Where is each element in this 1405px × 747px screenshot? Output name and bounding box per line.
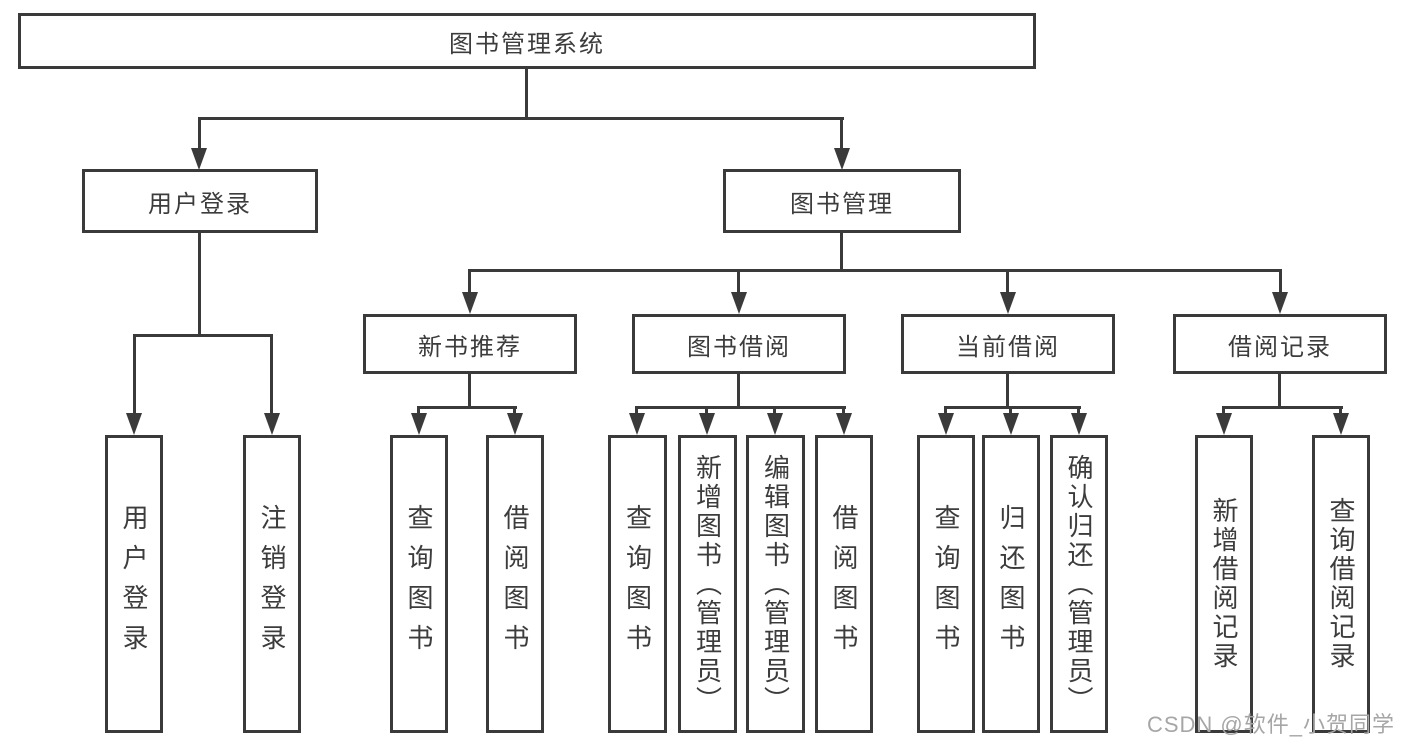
connector-line bbox=[1006, 373, 1009, 409]
leaf-query-books-3: 查询图书 bbox=[917, 435, 975, 733]
connector-line bbox=[737, 373, 740, 409]
leaf-label: 查询图书 bbox=[404, 504, 434, 664]
leaf-edit-book-admin: 编辑图书（管理员） bbox=[746, 435, 805, 733]
node-book-management: 图书管理 bbox=[723, 169, 961, 233]
arrowhead-down-icon bbox=[699, 413, 715, 435]
connector-line bbox=[198, 117, 201, 153]
csdn-watermark: CSDN @软件_小贺同学 bbox=[1146, 712, 1395, 737]
connector-line bbox=[1278, 373, 1281, 409]
leaf-borrow-books-1: 借阅图书 bbox=[486, 435, 544, 733]
connector-line bbox=[417, 406, 517, 409]
leaf-label: 编辑图书（管理员） bbox=[760, 453, 791, 715]
arrowhead-down-icon bbox=[731, 292, 747, 314]
arrowhead-down-icon bbox=[1071, 413, 1087, 435]
leaf-query-books-1: 查询图书 bbox=[390, 435, 448, 733]
leaf-label: 查询图书 bbox=[622, 504, 653, 664]
arrowhead-down-icon bbox=[1216, 413, 1232, 435]
connector-line bbox=[468, 373, 471, 409]
connector-line bbox=[468, 269, 1282, 272]
node-borrow-records: 借阅记录 bbox=[1173, 314, 1387, 374]
leaf-query-books-2: 查询图书 bbox=[608, 435, 667, 733]
connector-line bbox=[1222, 406, 1225, 418]
arrowhead-down-icon bbox=[836, 413, 852, 435]
connector-line bbox=[133, 334, 136, 418]
connector-line bbox=[944, 406, 947, 418]
connector-line bbox=[705, 406, 708, 418]
arrowhead-down-icon bbox=[767, 413, 783, 435]
leaf-label: 新增图书（管理员） bbox=[692, 453, 723, 715]
connector-line bbox=[840, 117, 843, 153]
leaf-label: 查询图书 bbox=[931, 504, 961, 664]
node-user-login: 用户登录 bbox=[82, 169, 318, 233]
connector-line bbox=[1006, 269, 1009, 299]
leaf-confirm-return-admin: 确认归还（管理员） bbox=[1050, 435, 1108, 733]
arrowhead-down-icon bbox=[834, 148, 850, 170]
connector-line bbox=[513, 406, 516, 418]
connector-line bbox=[635, 406, 846, 409]
connector-line bbox=[1222, 406, 1343, 409]
leaf-label: 注销登录 bbox=[257, 504, 287, 664]
connector-line bbox=[1009, 406, 1012, 418]
arrowhead-down-icon bbox=[264, 413, 280, 435]
connector-line bbox=[773, 406, 776, 418]
leaf-add-book-admin: 新增图书（管理员） bbox=[678, 435, 737, 733]
connector-line bbox=[842, 406, 845, 418]
leaf-borrow-books-2: 借阅图书 bbox=[815, 435, 873, 733]
node-current-borrow: 当前借阅 bbox=[901, 314, 1115, 374]
connector-line bbox=[1279, 269, 1282, 299]
connector-line bbox=[133, 334, 273, 337]
leaf-label: 借阅图书 bbox=[500, 504, 530, 664]
leaf-label: 用户登录 bbox=[119, 504, 149, 664]
connector-line bbox=[737, 269, 740, 299]
connector-line bbox=[635, 406, 638, 418]
connector-line bbox=[1339, 406, 1342, 418]
leaf-return-books: 归还图书 bbox=[982, 435, 1040, 733]
arrowhead-down-icon bbox=[1003, 413, 1019, 435]
arrowhead-down-icon bbox=[1000, 292, 1016, 314]
node-root: 图书管理系统 bbox=[18, 13, 1036, 69]
connector-line bbox=[198, 232, 201, 337]
leaf-query-borrow-record: 查询借阅记录 bbox=[1312, 435, 1370, 733]
connector-line bbox=[270, 334, 273, 418]
connector-line bbox=[198, 117, 844, 120]
leaf-label: 查询借阅记录 bbox=[1326, 497, 1356, 671]
connector-line bbox=[417, 406, 420, 418]
leaf-logout: 注销登录 bbox=[243, 435, 301, 733]
connector-line bbox=[1077, 406, 1080, 418]
node-book-borrow: 图书借阅 bbox=[632, 314, 846, 374]
arrowhead-down-icon bbox=[411, 413, 427, 435]
leaf-label: 归还图书 bbox=[996, 504, 1026, 664]
leaf-label: 新增借阅记录 bbox=[1209, 497, 1239, 671]
arrowhead-down-icon bbox=[191, 148, 207, 170]
arrowhead-down-icon bbox=[629, 413, 645, 435]
arrowhead-down-icon bbox=[1333, 413, 1349, 435]
arrowhead-down-icon bbox=[938, 413, 954, 435]
arrowhead-down-icon bbox=[126, 413, 142, 435]
connector-line bbox=[840, 232, 843, 272]
connector-line bbox=[468, 269, 471, 299]
arrowhead-down-icon bbox=[462, 292, 478, 314]
leaf-label: 借阅图书 bbox=[829, 504, 859, 664]
connector-line bbox=[944, 406, 1081, 409]
arrowhead-down-icon bbox=[1272, 292, 1288, 314]
connector-line bbox=[525, 68, 528, 119]
leaf-label: 确认归还（管理员） bbox=[1064, 453, 1094, 715]
leaf-add-borrow-record: 新增借阅记录 bbox=[1195, 435, 1253, 733]
leaf-user-login: 用户登录 bbox=[105, 435, 163, 733]
node-new-book-recommend: 新书推荐 bbox=[363, 314, 577, 374]
arrowhead-down-icon bbox=[507, 413, 523, 435]
